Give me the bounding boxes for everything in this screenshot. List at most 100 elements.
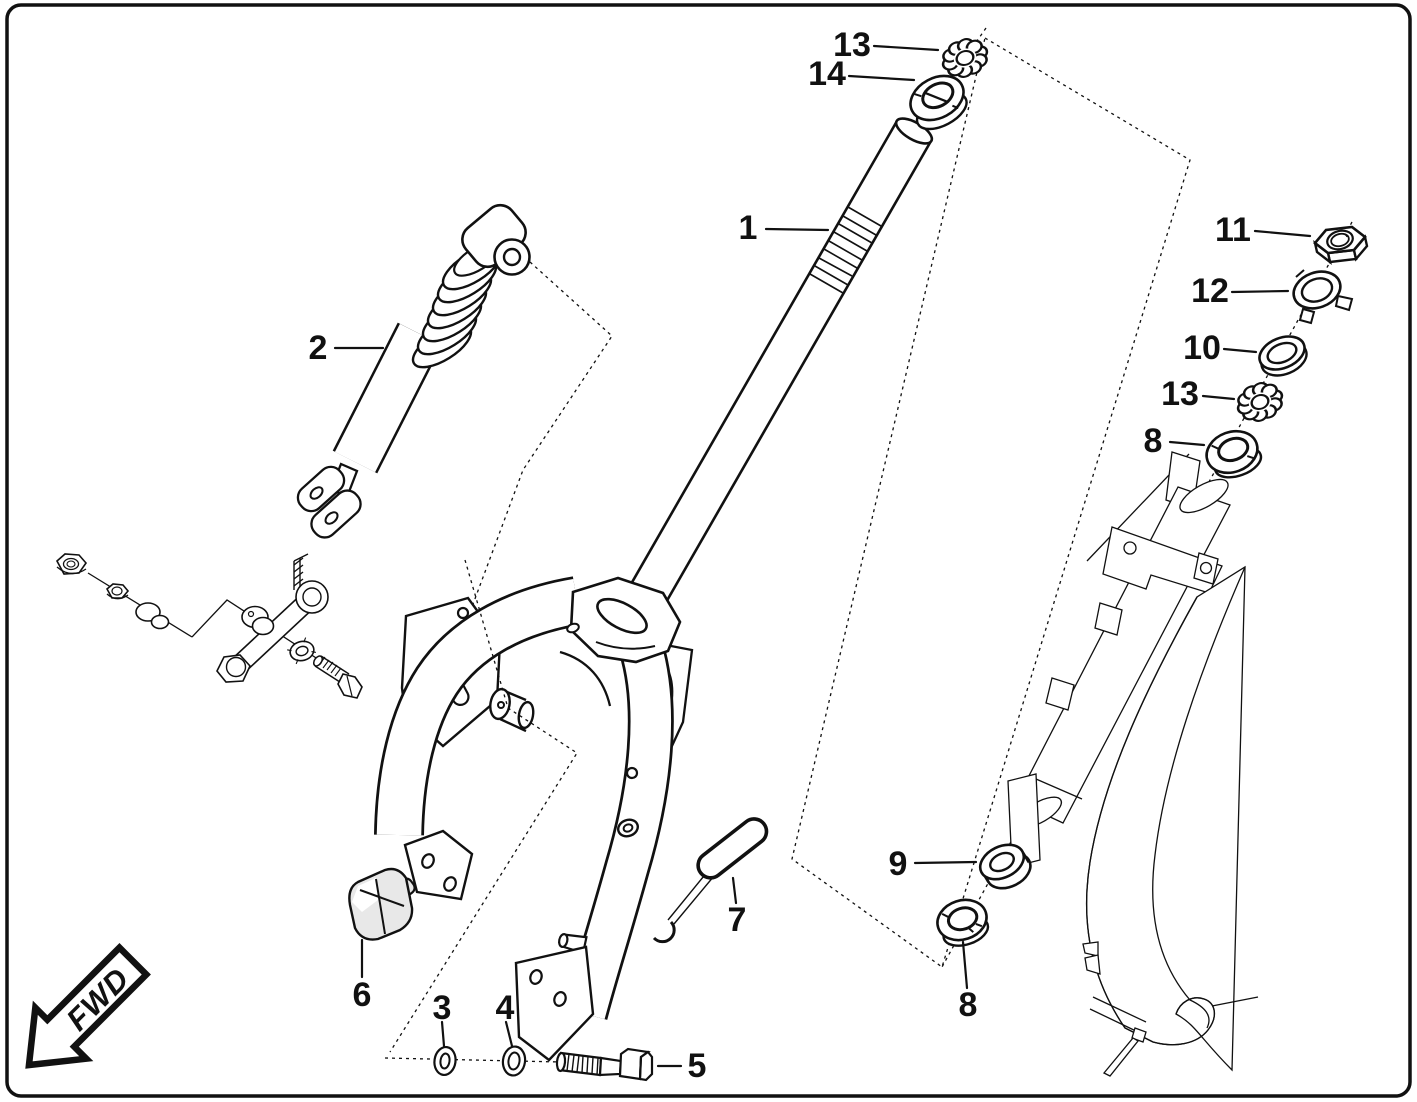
steering-stem (621, 117, 934, 619)
frame-rail-line-3 (1089, 1008, 1139, 1033)
flanged-bushing (135, 602, 170, 630)
callout-4: 4 (496, 989, 515, 1048)
callout-3: 3 (433, 989, 452, 1048)
steering-stem-nut-11 (1313, 225, 1369, 265)
cable-guide-hook (652, 920, 676, 944)
lock-washer-12 (1292, 269, 1354, 325)
bearing-ring-9 (978, 843, 1032, 890)
lock-washer-tab-bottom (1298, 307, 1316, 325)
shock-leader-dashed (399, 261, 613, 801)
callout-6: 6 (353, 938, 372, 1014)
callout-12-label: 12 (1191, 272, 1229, 310)
callout-5: 5 (656, 1047, 707, 1085)
callout-10: 10 (1183, 329, 1258, 367)
star-washer-13-right (1236, 382, 1284, 422)
frame-step-bracket-b (1084, 954, 1101, 975)
reflector (348, 867, 416, 941)
bolt-5 (555, 1047, 654, 1082)
cable-guide (652, 817, 769, 944)
callout-8-lower: 8 (959, 940, 978, 1024)
mid-tab-hole (1199, 561, 1213, 575)
shock-spring (411, 241, 503, 369)
fork-right-leg (562, 640, 674, 1020)
bearing-cone-14 (909, 74, 968, 131)
callout-8-upper: 8 (1144, 422, 1206, 460)
callout-5-label: 5 (688, 1047, 707, 1085)
callout-7-label: 7 (728, 901, 747, 939)
fwd-arrow: FWD (25, 943, 151, 1069)
crown-collar (596, 597, 648, 635)
callout-8-upper-label: 8 (1144, 422, 1163, 460)
hex-nut-small (55, 553, 88, 575)
jam-nut (105, 583, 130, 600)
callout-3-label: 3 (433, 989, 452, 1027)
bearing-cone-8-lower (936, 898, 990, 947)
callout-2: 2 (309, 329, 385, 367)
shock-clevis (296, 462, 362, 539)
head-tube-collar-line (1035, 778, 1083, 800)
shock-absorber (296, 203, 531, 539)
callout-1: 1 (739, 209, 830, 247)
washer-3 (433, 1045, 457, 1077)
frame-rail-line-2 (1092, 996, 1147, 1023)
callout-7: 7 (728, 876, 747, 939)
down-tube-curl (1152, 997, 1215, 1046)
arch-inner-line (559, 650, 612, 707)
hatched-wall (293, 553, 309, 590)
linkage-bolt (312, 655, 363, 699)
bolt-shank (598, 1056, 623, 1077)
callout-11: 11 (1215, 211, 1312, 249)
callout-6-label: 6 (353, 976, 372, 1014)
wave-washer (287, 637, 316, 665)
shock-body (332, 322, 443, 474)
bearing-cone-8-upper (1205, 429, 1263, 479)
boss-hole (497, 701, 505, 709)
pivot-boss (489, 687, 535, 733)
fwd-arrow-shape (25, 943, 151, 1069)
lock-washer-tab-right (1334, 294, 1354, 312)
frame-left-step-1 (1094, 602, 1123, 636)
fork-left-leg (374, 576, 582, 836)
callout-11-label: 11 (1215, 211, 1251, 249)
bracket-hole (1123, 541, 1137, 555)
shock-top-mount (461, 203, 531, 276)
callout-10-label: 10 (1183, 329, 1221, 367)
link-arm (216, 580, 329, 683)
pivot-leader-dashed (389, 559, 578, 1053)
callout-9-label: 9 (889, 845, 908, 883)
callout-13-top: 13 (833, 26, 940, 64)
washer-10 (1258, 335, 1308, 377)
callout-4-label: 4 (496, 989, 515, 1027)
down-tube-right-edge (1152, 566, 1246, 1029)
frame-step-bracket-a (1082, 941, 1099, 957)
callout-9: 9 (889, 845, 978, 883)
page-border (5, 3, 1412, 1098)
cable-guide-loop (696, 817, 769, 880)
frame-rail-line-1 (1211, 996, 1259, 1007)
callout-2-label: 2 (309, 329, 328, 367)
front-fork (374, 117, 934, 1062)
crown-hole (566, 622, 580, 634)
frame-plate (1007, 773, 1041, 868)
head-tube-top-opening (1179, 478, 1229, 514)
callout-13-right: 13 (1161, 375, 1236, 413)
assembly-parallelogram (791, 36, 1191, 969)
down-tube-left-edge (1085, 596, 1198, 1043)
washer-4 (501, 1045, 527, 1077)
reflector-facet (352, 878, 378, 912)
leg-grommet-inner (622, 823, 634, 833)
bolt-head-side (638, 1050, 654, 1082)
frame-outline (1007, 451, 1259, 1077)
callout-14: 14 (808, 55, 916, 93)
frame-left-step-2 (1045, 677, 1075, 711)
callout-13-top-label: 13 (833, 26, 871, 64)
kickstand-head (1131, 1027, 1147, 1043)
callout-12: 12 (1191, 272, 1290, 310)
right-dropout-plate (514, 945, 595, 1062)
kickstand-shaft (1102, 1037, 1139, 1077)
star-washer-13-top (941, 38, 989, 78)
leg-hole (625, 766, 639, 780)
mounting-linkage (55, 553, 363, 699)
callout-8-lower-label: 8 (959, 986, 978, 1024)
